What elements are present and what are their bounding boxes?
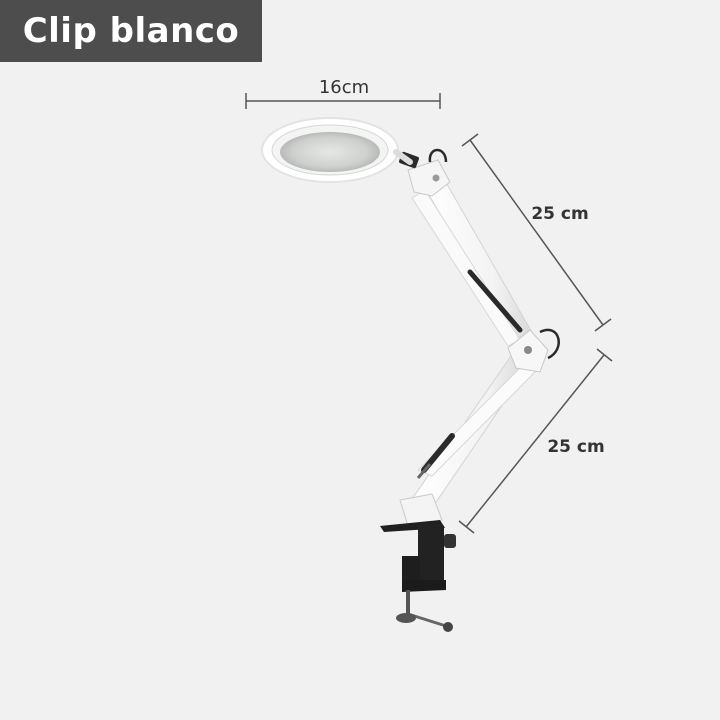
- upper-arm-label: 25 cm: [531, 204, 588, 224]
- upper-arm-dimension: 25 cm: [461, 133, 612, 332]
- lower-arm-label: 25 cm: [547, 437, 604, 457]
- clamp: [380, 493, 456, 632]
- head-joint: [399, 148, 451, 197]
- magnifier-head: [261, 117, 413, 183]
- product-variant-label: Clip blanco: [0, 0, 262, 62]
- lens-width-dimension: 16cm: [245, 77, 441, 109]
- lens-width-label: 16cm: [319, 77, 369, 98]
- elbow-joint: [507, 328, 560, 373]
- lower-arm-dimension: 25 cm: [458, 348, 613, 534]
